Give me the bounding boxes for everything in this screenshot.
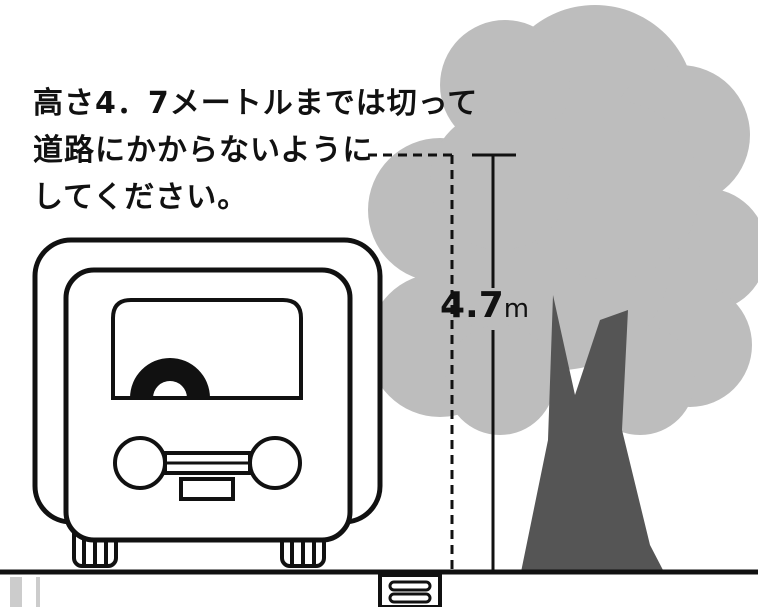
caption-line-2: 道路にかからないように [33,133,374,168]
truck-icon [32,237,383,568]
caption-line-3: してください。 [33,180,249,215]
headlight-right [248,436,302,490]
height-unit: m [503,294,530,324]
tree-trunk [521,295,664,572]
headlight-left [113,436,167,490]
steering-wheel [130,358,210,398]
caption-line-1: 高さ4．7メートルまでは切って [33,86,479,121]
tree-icon [368,5,758,572]
tree-canopy [368,5,758,435]
height-value: 4.7 [440,285,504,326]
height-label: 4.7m [440,286,529,329]
license-plate [179,477,235,501]
curb-marker-inner [22,577,36,607]
drain-grate-icon [378,573,442,607]
